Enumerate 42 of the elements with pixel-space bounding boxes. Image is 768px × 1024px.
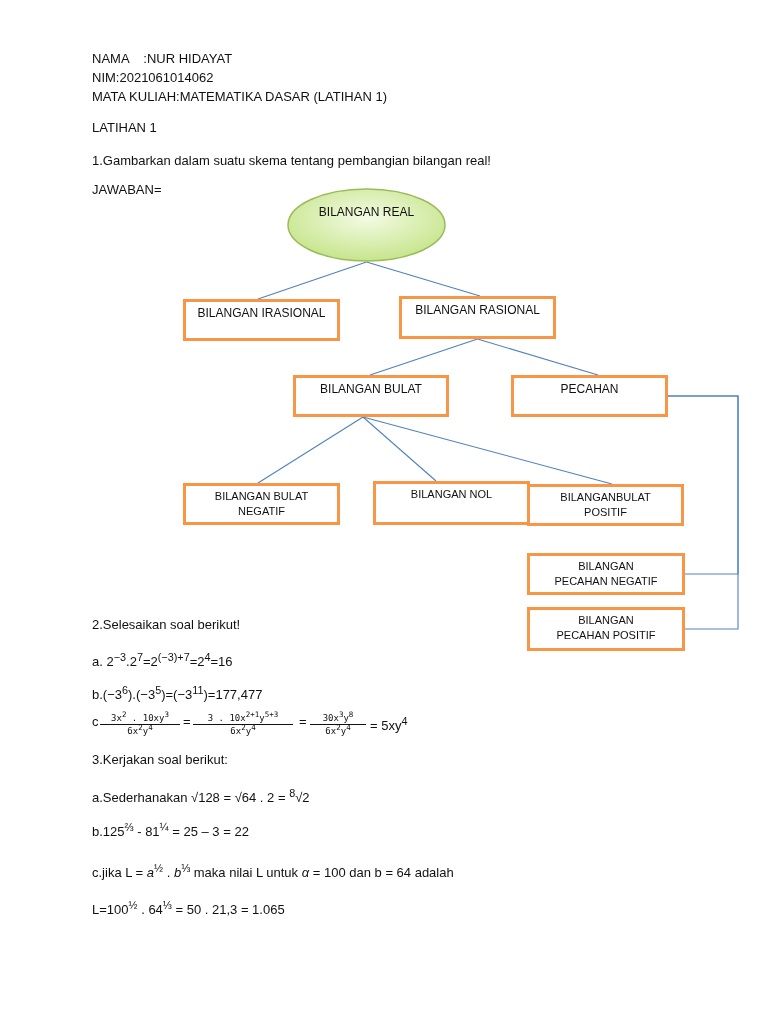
fraction-numerator: 3 . 10x$^{2+1}$y$^{5+3}$ bbox=[193, 709, 293, 725]
text-line: = bbox=[299, 714, 307, 730]
text-line: c bbox=[92, 714, 99, 730]
math-expression: b.125$^{⅔}$ - 81$^{¼}$ = 25 – 3 = 22 bbox=[92, 820, 249, 841]
category-box: PECAHAN bbox=[511, 375, 668, 417]
connector-line bbox=[257, 416, 364, 484]
text-line: 3.Kerjakan soal berikut: bbox=[92, 752, 228, 768]
category-box: BILANGAN PECAHAN POSITIF bbox=[527, 607, 685, 651]
math-expression: = 5xy$^{4}$ bbox=[370, 714, 408, 735]
connector-line bbox=[476, 338, 599, 376]
connector-line bbox=[369, 338, 479, 376]
ellipse-node: BILANGAN REAL bbox=[287, 188, 446, 262]
text-line: LATIHAN 1 bbox=[92, 120, 157, 136]
connector-line bbox=[362, 416, 613, 485]
text-line: 2.Selesaikan soal berikut! bbox=[92, 617, 241, 633]
category-box: BILANGAN RASIONAL bbox=[399, 296, 556, 339]
fraction-denominator: 6x$^{2}$y$^{4}$ bbox=[126, 723, 154, 737]
category-box: BILANGAN PECAHAN NEGATIF bbox=[527, 553, 685, 595]
connector-line bbox=[365, 261, 481, 297]
math-expression: c.jika L = a$^{½}$ . b$^{⅓}$ maka nilai L untuk α = 100 dan b = 64 adalah bbox=[92, 861, 454, 882]
category-box: BILANGANBULAT POSITIF bbox=[527, 484, 684, 526]
fraction-denominator: 6x$^{2}$y$^{4}$ bbox=[229, 722, 257, 737]
connector-line bbox=[667, 395, 739, 630]
category-box: BILANGAN BULAT bbox=[293, 375, 449, 417]
text-line: 1.Gambarkan dalam suatu skema tentang pembangian bilangan real! bbox=[92, 153, 491, 169]
text-line: MATA KULIAH:MATEMATIKA DASAR (LATIHAN 1) bbox=[92, 89, 387, 105]
math-expression: b.(−3$^{6}$).(−3$^{5}$)=(−3$^{11}$)=177,477 bbox=[92, 683, 263, 704]
connector-line bbox=[257, 261, 368, 300]
text-line: NIM:2021061014062 bbox=[92, 70, 214, 86]
fraction-numerator: 30x$^{3}$y$^{8}$ bbox=[310, 709, 366, 725]
connector-line bbox=[362, 416, 437, 482]
category-box: BILANGAN BULAT NEGATIF bbox=[183, 483, 340, 525]
math-expression: a. 2$^{−3}$.2$^{7}$=2$^{(−3)+7}$=2$^{4}$=16 bbox=[92, 650, 233, 671]
fraction-numerator: 3x$^{2}$ . 10xy$^{3}$ bbox=[100, 709, 180, 725]
text-line: NAMA :NUR HIDAYAT bbox=[92, 51, 233, 67]
text-line: = bbox=[183, 714, 191, 730]
math-expression: a.Sederhanakan √128 = √64 . 2 = $^{8}$√2 bbox=[92, 786, 310, 807]
text-line: JAWABAN= bbox=[92, 182, 162, 198]
fraction-denominator: 6x$^{2}$y$^{4}$ bbox=[324, 723, 352, 737]
category-box: BILANGAN NOL bbox=[373, 481, 530, 525]
category-box: BILANGAN IRASIONAL bbox=[183, 299, 340, 341]
math-expression: L=100$^{½}$ . 64$^{⅓}$ = 50 . 21,3 = 1.065 bbox=[92, 898, 285, 919]
